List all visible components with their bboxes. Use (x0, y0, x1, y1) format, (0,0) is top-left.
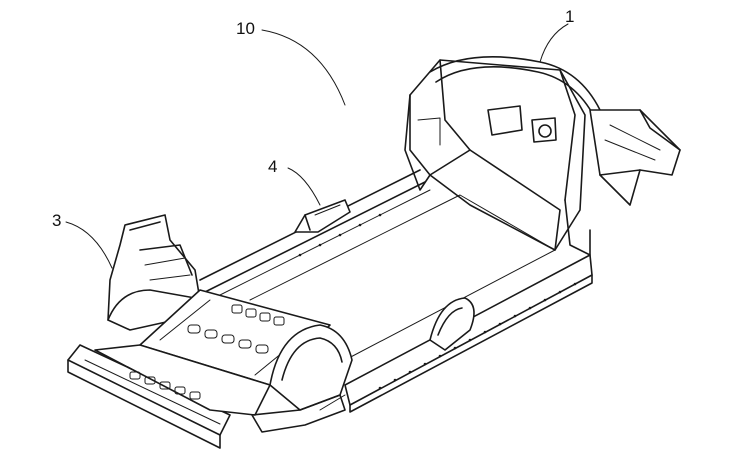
label-3: 3 (52, 211, 61, 230)
leader-10 (261, 29, 346, 106)
leader-3 (65, 221, 113, 269)
label-1: 1 (565, 7, 574, 26)
label-4: 4 (268, 157, 277, 176)
leader-lines (65, 23, 569, 269)
rear-frame-assembly (404, 56, 681, 256)
label-10: 10 (236, 19, 255, 38)
rear-wheel-arch (429, 297, 475, 351)
leader-4 (287, 167, 321, 206)
rail-holes (298, 213, 577, 390)
mid-sill-bracket (294, 199, 351, 233)
reference-labels: 1 10 4 3 (52, 7, 574, 230)
floor-slots (187, 304, 285, 354)
leader-1 (539, 23, 569, 63)
crossmember-slots (129, 371, 201, 400)
front-frame-assembly (67, 214, 353, 449)
